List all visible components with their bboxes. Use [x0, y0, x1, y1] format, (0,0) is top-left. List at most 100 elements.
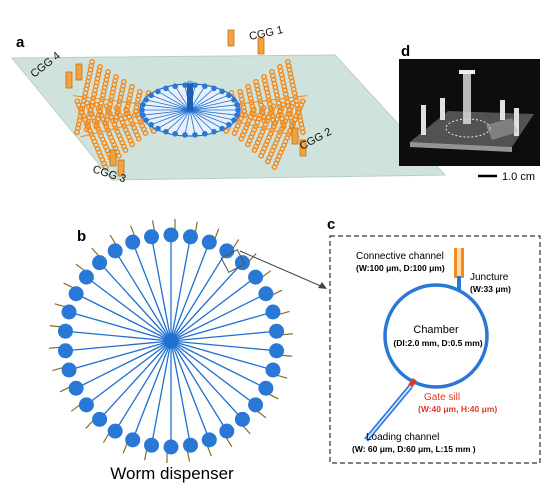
dispenser-chambers — [57, 227, 285, 455]
hub-chamber — [235, 107, 241, 113]
hub-chamber — [172, 83, 178, 90]
hub-spoke — [189, 109, 215, 132]
cgg-feed — [228, 95, 308, 106]
dispenser-channel — [170, 340, 243, 420]
connective-channel-core — [457, 248, 461, 278]
hub-spoke — [189, 104, 237, 111]
chamber-dot — [68, 380, 84, 396]
dispenser-channels — [65, 235, 277, 447]
dispenser-channel — [114, 340, 172, 432]
hub-spoke — [165, 88, 191, 111]
dispenser-channel — [170, 340, 210, 441]
cgg-port-post — [109, 149, 117, 167]
photo-port-3 — [500, 100, 505, 120]
connective-channel-left — [454, 248, 457, 278]
dispenser-channel — [99, 340, 172, 420]
panel-c: c Connective channel (W:100 μm, D:100 μm… — [327, 216, 541, 464]
cgg-port-post — [117, 159, 125, 177]
chamber-dot — [182, 437, 198, 453]
chamber-dot — [234, 255, 250, 271]
hub-chamber — [202, 130, 208, 137]
dispenser-channel — [65, 330, 172, 342]
chamber-dot — [201, 432, 217, 448]
cgg-cell — [113, 73, 119, 80]
dispenser-channel — [86, 276, 172, 342]
hub-chamber — [155, 88, 161, 95]
hub-chamber — [182, 82, 188, 88]
dispenser-channel — [65, 340, 172, 352]
chamber-dot — [68, 286, 84, 302]
hub-chamber — [234, 102, 240, 108]
dispenser-channel — [170, 330, 277, 342]
chamber-label: Chamber — [413, 324, 459, 336]
gate-sill-label: Gate sill — [424, 392, 460, 403]
hub-chamber — [140, 102, 146, 108]
dispenser-channel — [114, 250, 172, 342]
dispenser-channel — [170, 293, 267, 342]
hub-spoke — [189, 109, 206, 134]
center-inlet-tube — [187, 82, 193, 110]
chamber-dot — [269, 343, 285, 359]
photo-port-1 — [421, 105, 426, 135]
zoom-arrow — [239, 250, 324, 288]
juncture-dims: (W:33 μm) — [470, 284, 511, 294]
chamber-dot — [163, 227, 179, 243]
hub-chamber — [234, 112, 240, 118]
hub-spoke — [189, 109, 223, 129]
hub-spoke — [157, 91, 191, 111]
hub-spoke — [189, 109, 196, 135]
chamber-dot — [92, 411, 108, 427]
dispenser-channel — [170, 236, 192, 342]
chamber-dot — [144, 229, 160, 245]
cgg-port-post — [257, 37, 265, 55]
cgg-cell — [97, 63, 104, 70]
loading-channel-dims: (W: 60 μm, D:60 μm, L:15 mm ) — [352, 444, 476, 454]
cgg-cell — [74, 98, 81, 105]
panel-a-letter: a — [16, 34, 25, 51]
gate-sill-dims: (W:40 μm, H:40 μm) — [418, 404, 497, 414]
hub-spoke — [189, 109, 229, 126]
chamber-dot — [163, 439, 179, 455]
loading-channel-core — [365, 385, 412, 441]
hub-chamber — [172, 130, 178, 137]
chamber-dot — [92, 255, 108, 271]
hub-chamber — [148, 121, 154, 128]
hub-chamber — [182, 132, 188, 138]
connective-channel-right — [461, 248, 464, 278]
juncture-label: Juncture — [470, 272, 509, 283]
hub-spoke — [143, 104, 191, 111]
cgg-cell — [105, 68, 111, 75]
cgg-cell — [121, 78, 127, 85]
cgg-cell — [231, 130, 238, 136]
dispenser-channel — [170, 250, 228, 342]
dispenser-hub — [139, 80, 241, 138]
hub-chamber — [231, 97, 237, 103]
dispenser-channel — [170, 241, 210, 342]
photo-center-tube — [463, 72, 471, 124]
cgg-cell — [238, 135, 245, 142]
cgg-cell — [136, 88, 143, 95]
dispenser-channel — [170, 340, 228, 432]
dispenser-channel — [150, 340, 172, 446]
zoom-box — [220, 249, 246, 273]
dispenser-channel — [75, 340, 172, 389]
cgg-cell — [264, 158, 271, 165]
dispenser-channel — [170, 340, 267, 389]
cgg-feed — [80, 118, 154, 138]
cgg-cell — [89, 59, 96, 65]
hub-spoke — [189, 109, 234, 121]
dispenser-channel — [170, 311, 274, 342]
cgg-port-post — [75, 63, 83, 81]
hub-spoke — [146, 99, 191, 111]
hub-chamber — [192, 82, 198, 88]
connective-channel-label: Connective channel — [356, 251, 444, 262]
hub-chamber — [219, 88, 225, 95]
gate-sill — [408, 378, 417, 388]
chamber-dot — [258, 286, 274, 302]
hub-chamber — [139, 107, 145, 113]
dispenser-channel — [75, 293, 172, 342]
hub-chamber — [143, 97, 149, 103]
hub-spoke — [143, 109, 191, 116]
hub-spoke — [165, 109, 191, 132]
cgg-feed — [72, 95, 152, 106]
